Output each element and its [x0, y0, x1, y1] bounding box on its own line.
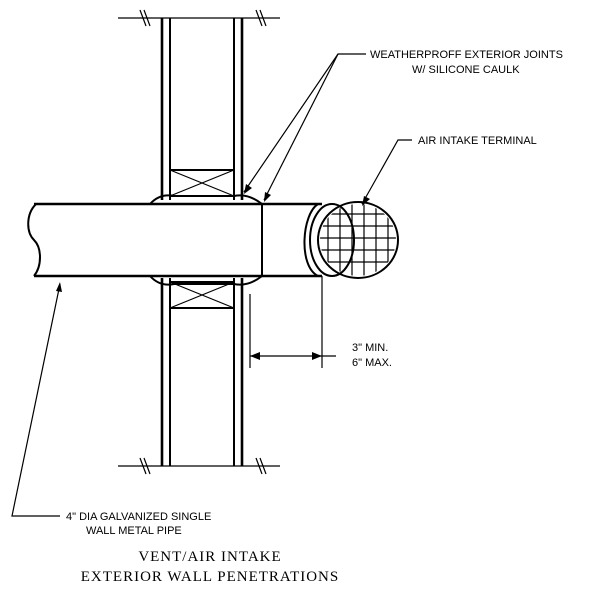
wall-upper [118, 9, 280, 200]
pipe-label-line1: 4" DIA GALVANIZED SINGLE [66, 511, 211, 523]
air-intake-terminal [303, 201, 399, 279]
dimension-max-label: 6" MAX. [352, 357, 392, 369]
metal-pipe [27, 202, 322, 278]
intake-screen-grid [320, 204, 396, 276]
dimension-min-label: 3" MIN. [352, 342, 388, 354]
pipe-label-line2: WALL METAL PIPE [86, 525, 182, 537]
wall-lower [118, 278, 280, 475]
air-intake-label: AIR INTAKE TERMINAL [418, 135, 537, 147]
clearance-dimension [249, 276, 336, 368]
weatherproof-label-line2: W/ SILICONE CAULK [412, 64, 520, 76]
silicone-caulk-joints [149, 194, 263, 286]
title-line1: VENT/AIR INTAKE [138, 549, 281, 565]
leader-lines [11, 53, 412, 517]
weatherproof-label-line1: WEATHERPROFF EXTERIOR JOINTS [370, 49, 563, 61]
title-line2: EXTERIOR WALL PENETRATIONS [81, 569, 340, 585]
